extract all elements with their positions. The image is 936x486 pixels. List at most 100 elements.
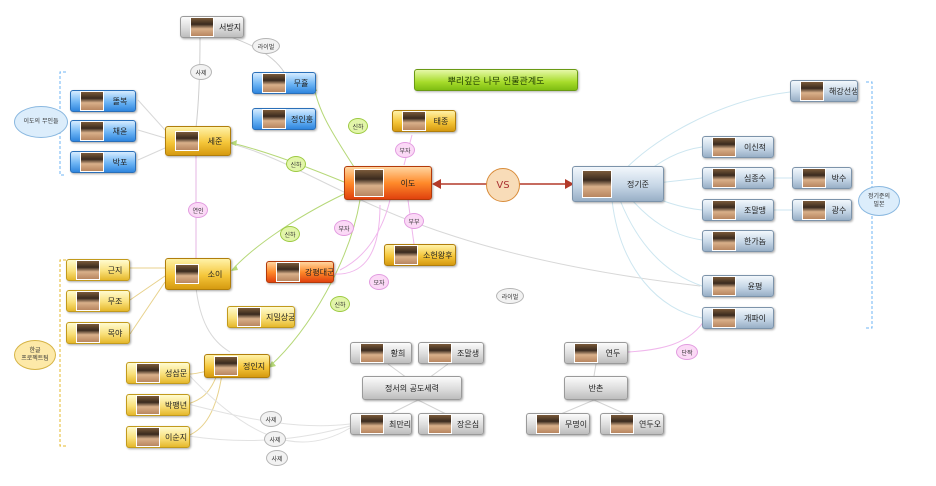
edge [187, 373, 223, 437]
node-jeong-in[interactable]: 정인홍 [252, 108, 316, 130]
label-hangul-team: 한글 프로젝트팀 [14, 340, 56, 370]
tag-rival-mid: 라이벌 [496, 288, 524, 304]
edge [231, 193, 345, 271]
node-kusi[interactable]: 근지 [66, 259, 130, 281]
arrowhead [268, 361, 276, 368]
edge [137, 99, 166, 131]
tag-dansin: 단짝 [676, 344, 698, 360]
edge [195, 287, 231, 353]
edge [619, 199, 703, 287]
portrait-icon [428, 343, 452, 363]
node-yunpyeong[interactable]: 윤평 [702, 275, 774, 297]
portrait-icon [802, 168, 826, 188]
portrait-icon [610, 414, 634, 434]
portrait-icon [574, 343, 598, 363]
tag-sajae-2: 사제 [264, 431, 286, 447]
portrait-icon [80, 152, 104, 172]
node-kang-prince[interactable]: 강평대군 [266, 261, 334, 283]
node-simjonsu[interactable]: 심종수 [702, 167, 774, 189]
portrait-icon [800, 81, 824, 101]
node-jodal[interactable]: 조말맹 [702, 199, 774, 221]
node-jeong-gijun[interactable]: 정기준 [572, 166, 664, 202]
node-baksu[interactable]: 박수 [792, 167, 852, 189]
node-somae[interactable]: 소이 [165, 258, 231, 290]
node-yi-do[interactable]: 이도 [344, 166, 432, 200]
node-hyeob[interactable]: 해강선생 [790, 80, 858, 102]
node-seongsammun[interactable]: 성삼문 [126, 362, 190, 384]
node-jeongseo-faction[interactable]: 정서의 공도세력 [362, 376, 462, 400]
node-seobangji[interactable]: 서방지 [180, 16, 244, 38]
node-ttol[interactable]: 똘복 [70, 90, 136, 112]
node-yunmu[interactable]: 연두 [564, 342, 628, 364]
portrait-icon [712, 168, 736, 188]
portrait-icon [80, 121, 104, 141]
node-mupyeong[interactable]: 무명이 [526, 413, 590, 435]
left-bottom-bracket [59, 259, 66, 447]
node-iseokji[interactable]: 이순지 [126, 426, 190, 448]
portrait-icon [80, 91, 104, 111]
node-jibyeon[interactable]: 지밀상궁 [227, 306, 295, 328]
portrait-icon [76, 260, 100, 280]
portrait-icon [360, 343, 384, 363]
vs-arrow-right [565, 179, 574, 189]
portrait-icon [428, 414, 452, 434]
node-hwanghui[interactable]: 황희 [350, 342, 412, 364]
tag-buja-1: 부자 [395, 142, 415, 158]
portrait-icon [136, 363, 160, 383]
vs-arrow-left [432, 179, 441, 189]
edge [339, 199, 391, 271]
node-yeonduk[interactable]: 연두오 [600, 413, 664, 435]
portrait-icon [802, 200, 826, 220]
tag-sinha-1: 신하 [348, 118, 368, 134]
portrait-icon [712, 276, 736, 296]
edge [627, 317, 707, 353]
node-bakpo[interactable]: 무조 [66, 290, 130, 312]
node-soheon[interactable]: 소헌왕후 [384, 244, 456, 266]
node-banchon[interactable]: 반촌 [564, 376, 628, 400]
tag-yeonin: 연인 [188, 202, 208, 218]
portrait-icon [190, 17, 214, 37]
portrait-icon [76, 323, 100, 343]
tag-sajae-3: 사제 [266, 450, 288, 466]
edge [129, 275, 166, 301]
label-milbon: 정기준의 밀본 [858, 186, 900, 216]
tag-sinha-2: 신하 [286, 156, 306, 172]
portrait-icon [536, 414, 560, 434]
portrait-icon [354, 169, 384, 197]
portrait-icon [712, 200, 736, 220]
tag-sinha-4: 신하 [330, 296, 350, 312]
portrait-icon [582, 170, 612, 198]
edge [593, 363, 597, 377]
edge [195, 37, 201, 129]
tag-bubu: 부부 [404, 213, 424, 229]
portrait-icon [360, 414, 384, 434]
tag-buja-2: 부자 [334, 220, 354, 236]
node-bakpo-blue[interactable]: 박포 [70, 151, 136, 173]
node-gaepari[interactable]: 개파이 [702, 307, 774, 329]
portrait-icon [262, 109, 286, 129]
node-mubyul[interactable]: 무휼 [252, 72, 316, 94]
node-jeongin-ji[interactable]: 정인지 [204, 354, 270, 378]
tag-moja: 모자 [369, 274, 389, 290]
portrait-icon [237, 307, 261, 327]
node-pakpaengnyeon[interactable]: 박팽년 [126, 394, 190, 416]
node-choe[interactable]: 최만리 [350, 413, 412, 435]
node-taejong[interactable]: 태종 [392, 110, 456, 132]
tag-sajae-1: 사제 [260, 411, 282, 427]
node-jang[interactable]: 장은심 [418, 413, 484, 435]
node-hangano[interactable]: 한가놈 [702, 230, 774, 252]
node-jomalsaeng[interactable]: 조말생 [418, 342, 484, 364]
portrait-icon [175, 131, 199, 151]
node-sejun[interactable]: 세준 [165, 126, 231, 156]
portrait-icon [712, 308, 736, 328]
label-yido-warriors: 이도의 무인들 [14, 106, 68, 138]
node-chaeyun[interactable]: 채윤 [70, 120, 136, 142]
diagram-title: 뿌리깊은 나무 인물관계도 [414, 69, 578, 91]
node-gwangsu[interactable]: 광수 [792, 199, 852, 221]
edge [619, 91, 791, 176]
node-moksu[interactable]: 목야 [66, 322, 130, 344]
edge [331, 204, 381, 275]
portrait-icon [712, 137, 736, 157]
arrowhead [230, 140, 237, 146]
node-isinjeok[interactable]: 이신적 [702, 136, 774, 158]
